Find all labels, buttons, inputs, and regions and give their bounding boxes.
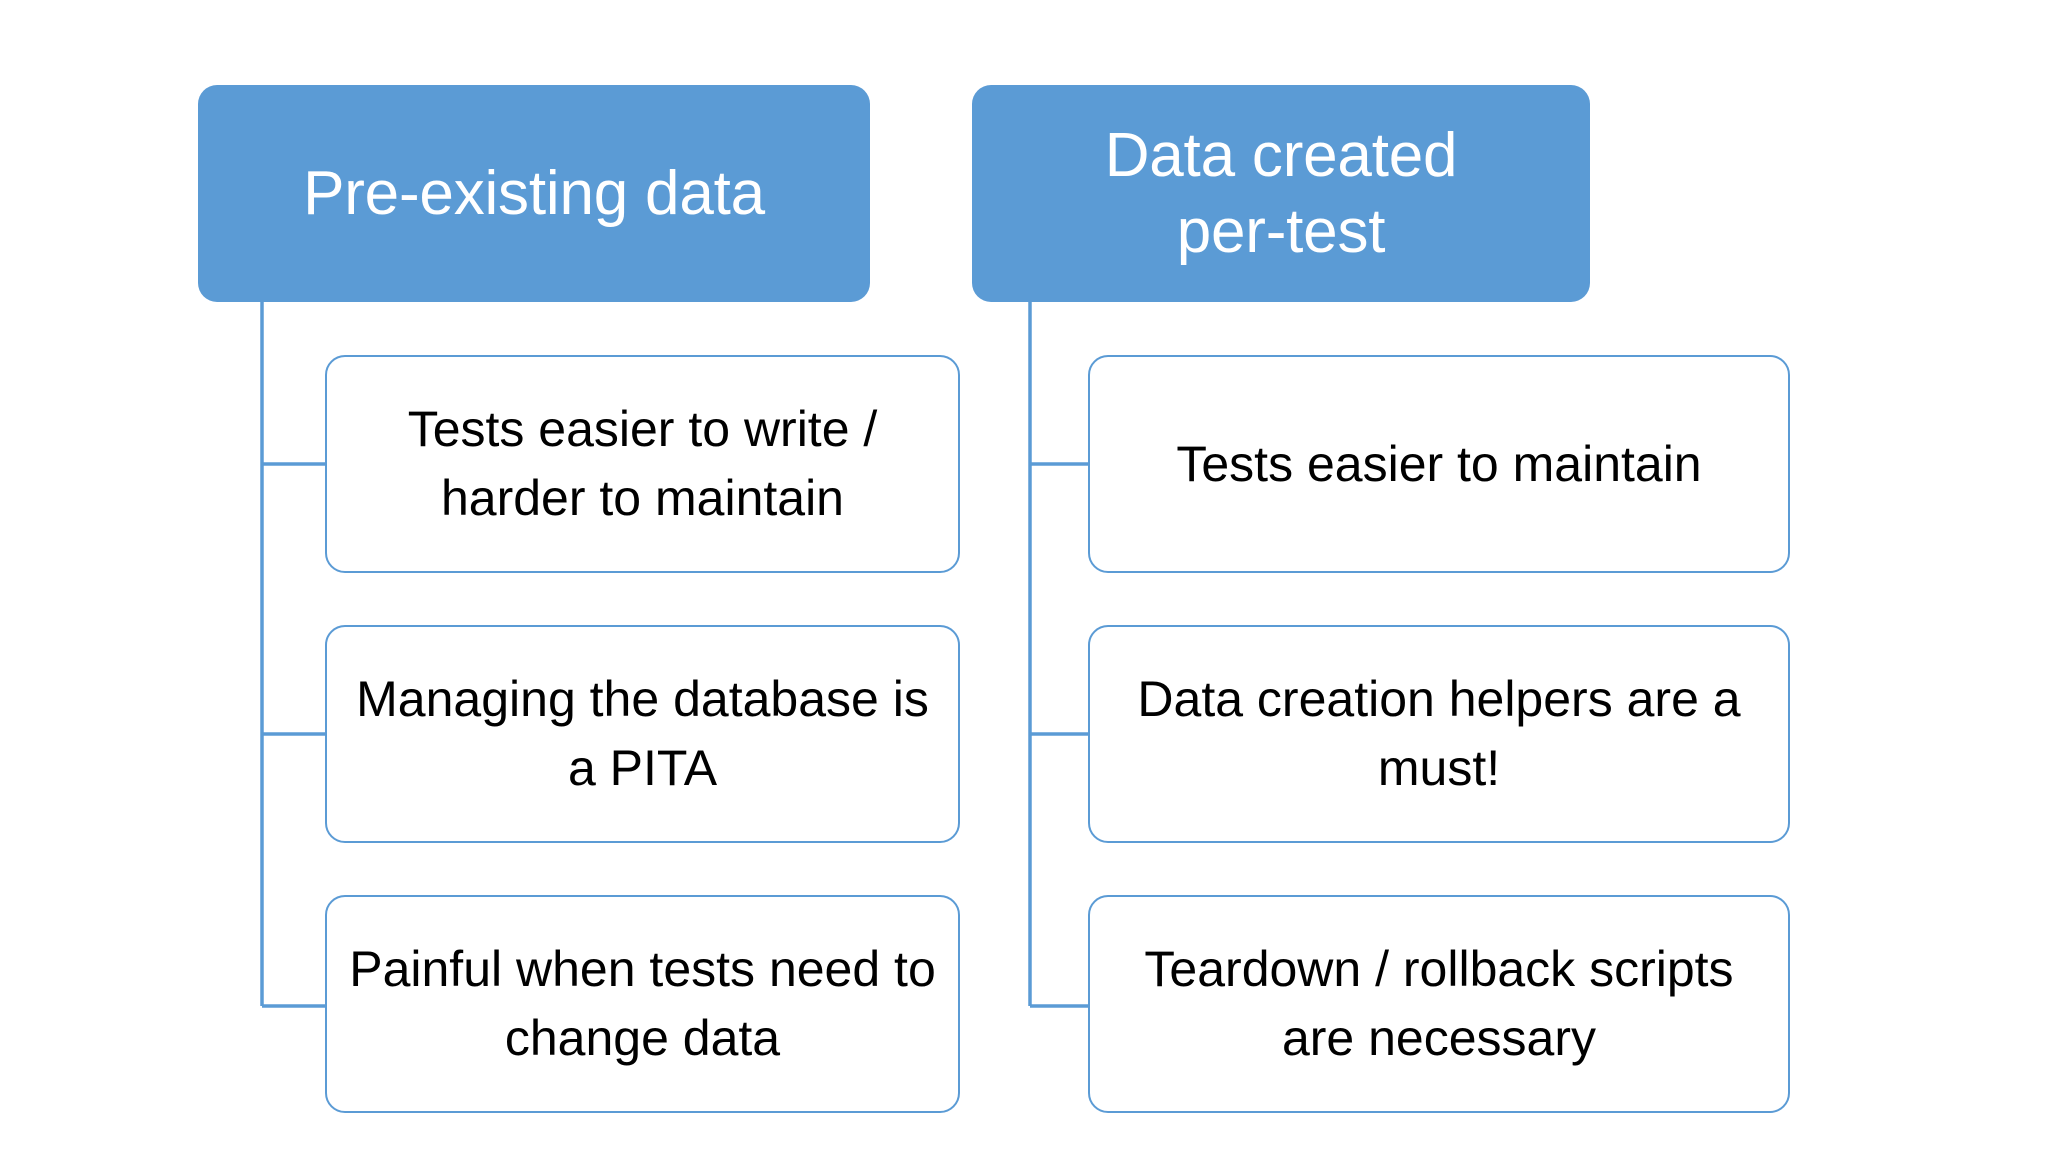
header-node-label: Pre-existing data	[303, 156, 765, 232]
child-node-line-1: Tests easier to maintain	[1176, 435, 1702, 492]
child-node-painful-when-tests-change-data[interactable]: Painful when tests need to change data	[325, 895, 960, 1113]
header-node-label: Data created per-test	[1105, 118, 1458, 270]
child-node-label: Painful when tests need to change data	[347, 935, 938, 1073]
child-node-line-2: scripts are necessary	[1281, 941, 1734, 1066]
child-node-tests-easier-to-write[interactable]: Tests easier to write / harder to mainta…	[325, 355, 960, 573]
child-node-line-1: Painful when tests	[349, 941, 756, 997]
child-node-teardown-rollback-scripts[interactable]: Teardown / rollback scripts are necessar…	[1088, 895, 1790, 1113]
header-node-line-2: per-test	[1176, 196, 1386, 266]
child-node-line-1: Teardown / rollback	[1144, 941, 1576, 997]
child-node-tests-easier-to-maintain[interactable]: Tests easier to maintain	[1088, 355, 1790, 573]
child-node-line-2: are a must!	[1377, 671, 1741, 796]
header-node-data-created-per-test[interactable]: Data created per-test	[972, 85, 1590, 302]
child-node-label: Data creation helpers are a must!	[1110, 665, 1768, 803]
child-node-label: Tests easier to write / harder to mainta…	[347, 395, 938, 533]
child-node-line-1: Managing the	[356, 671, 660, 727]
header-node-pre-existing-data[interactable]: Pre-existing data	[198, 85, 870, 302]
child-node-label: Tests easier to maintain	[1176, 430, 1701, 499]
child-node-line-2: need to change data	[504, 941, 936, 1066]
child-node-line-1: Tests easier to write /	[407, 401, 878, 457]
child-node-managing-the-database[interactable]: Managing the database is a PITA	[325, 625, 960, 843]
child-node-line-1: Data creation helpers	[1137, 671, 1613, 727]
child-node-data-creation-helpers[interactable]: Data creation helpers are a must!	[1088, 625, 1790, 843]
child-node-line-2: harder to maintain	[440, 470, 844, 526]
header-node-line-1: Pre-existing data	[303, 158, 765, 228]
child-node-label: Teardown / rollback scripts are necessar…	[1110, 935, 1768, 1073]
child-node-label: Managing the database is a PITA	[347, 665, 938, 803]
header-node-line-1: Data created	[1104, 120, 1458, 190]
child-node-line-2: database is a PITA	[567, 671, 929, 796]
